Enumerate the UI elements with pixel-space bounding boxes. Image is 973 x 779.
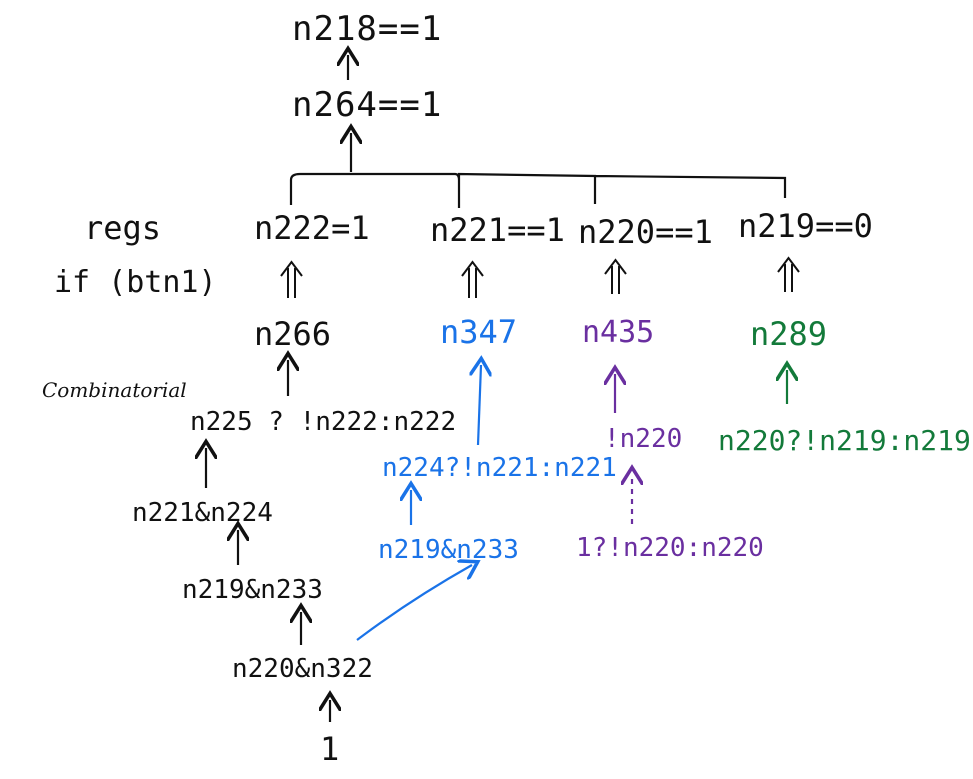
merge-bracket: [289, 172, 787, 208]
n266-signal: n266: [254, 315, 332, 353]
n220-mux: n220?!n219:n219: [718, 424, 971, 457]
n289-signal: n289: [750, 315, 828, 353]
n224-mux: n224?!n221:n221: [382, 453, 617, 483]
not-n220: !n220: [604, 424, 683, 454]
purple-n220-mux: 1?!n220:n220: [576, 533, 764, 563]
reg-n221: n221==1: [430, 211, 565, 249]
arrow-and3-to-blue-and: [356, 565, 472, 641]
n218-condition: n218==1: [292, 9, 443, 49]
reg-n220: n220==1: [578, 213, 713, 251]
n219-and-n233: n219&n233: [182, 575, 323, 605]
double-arrow-n222: [280, 260, 303, 298]
n225-mux: n225 ? !n222:n222: [190, 407, 457, 437]
regs-label: regs: [84, 209, 162, 247]
double-arrow-n220: [604, 258, 627, 294]
reg-n222: n222=1: [254, 209, 370, 247]
if-btn-label: if (btn1): [54, 265, 217, 300]
n347-signal: n347: [440, 313, 518, 351]
double-arrow-n221: [461, 260, 484, 298]
blue-n219-and-n233: n219&n233: [378, 535, 519, 565]
n220-and-n322: n220&n322: [232, 654, 373, 684]
double-arrow-n219: [777, 256, 800, 292]
n221-and-n224: n221&n224: [132, 498, 273, 528]
arrow-blue-mux-to-n347: [478, 365, 481, 446]
n435-signal: n435: [582, 315, 655, 350]
n264-condition: n264==1: [292, 85, 443, 125]
combinational-label: Combinatorial: [42, 378, 187, 402]
reg-n219: n219==0: [738, 207, 873, 245]
constant-one: 1: [320, 730, 340, 768]
